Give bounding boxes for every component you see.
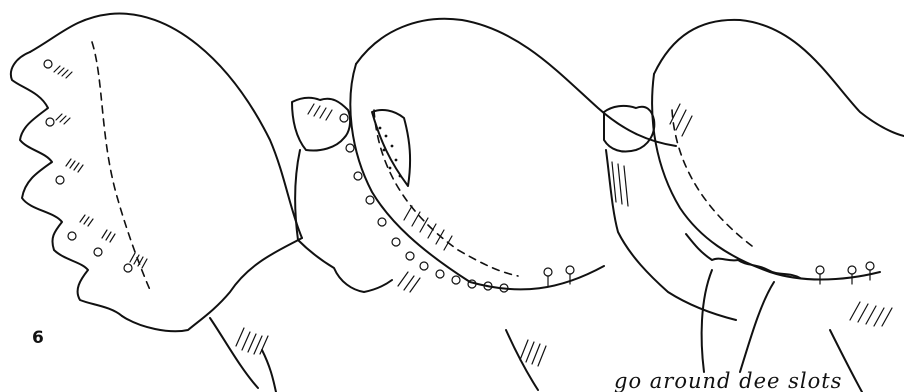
panel-2-bonnet [292, 19, 676, 390]
caption-go-around-dee-slots: go around dee slots [614, 369, 842, 392]
panel-1-bonnet [11, 14, 302, 392]
panel-3-slot-rings [816, 262, 874, 284]
panel-2-slot-rings [340, 114, 574, 292]
panel-2-hatching [308, 104, 546, 366]
panel-1-dee-rings [44, 60, 132, 272]
panel-3-bonnet [604, 20, 904, 392]
panel-1-hatching [54, 66, 268, 354]
step-number: 6 [32, 328, 44, 348]
